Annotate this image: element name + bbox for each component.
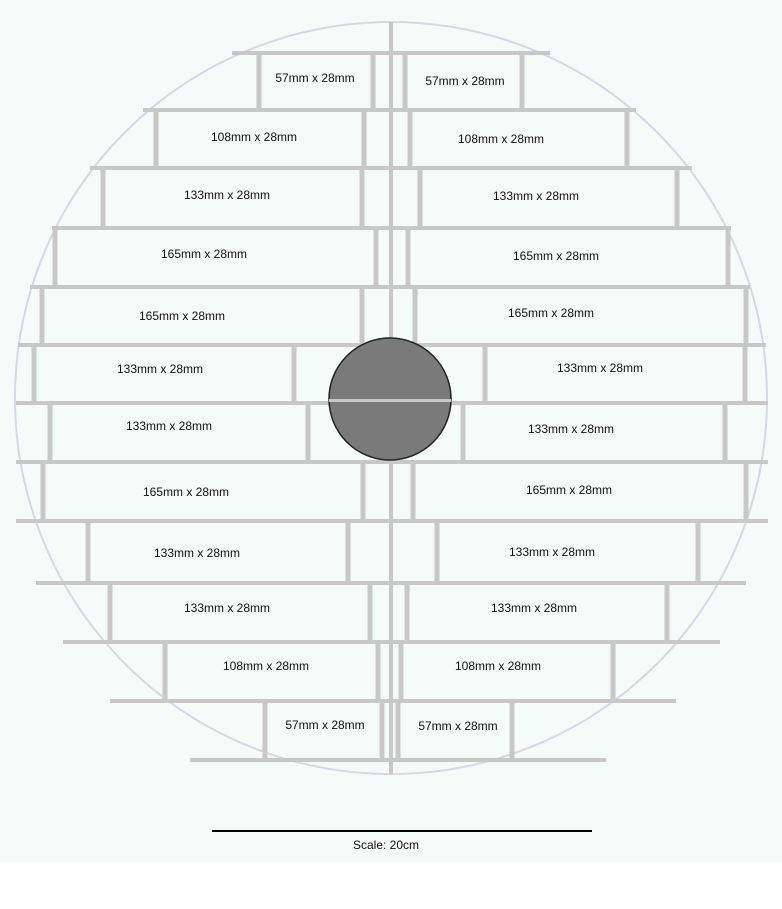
left-divider-9-1 <box>367 583 373 642</box>
left-divider-10-1 <box>375 642 381 701</box>
block-label-left-4: 165mm x 28mm <box>139 309 225 323</box>
left-divider-3-0 <box>52 228 58 287</box>
left-divider-1-1 <box>361 110 367 168</box>
right-divider-1-0 <box>407 110 413 168</box>
scale-label: Scale: 20cm <box>353 838 419 852</box>
left-divider-3-1 <box>373 228 379 287</box>
block-label-right-9: 133mm x 28mm <box>491 601 577 615</box>
right-divider-5-0 <box>482 345 488 403</box>
right-divider-7-1 <box>743 462 749 521</box>
right-divider-11-0 <box>395 701 401 760</box>
block-label-right-3: 165mm x 28mm <box>513 249 599 263</box>
block-label-left-11: 57mm x 28mm <box>285 718 364 732</box>
block-label-left-9: 133mm x 28mm <box>184 601 270 615</box>
right-divider-3-1 <box>725 228 731 287</box>
block-label-right-11: 57mm x 28mm <box>418 719 497 733</box>
right-divider-4-1 <box>743 287 749 345</box>
left-divider-10-0 <box>162 642 168 701</box>
right-divider-6-1 <box>722 403 728 462</box>
block-label-left-6: 133mm x 28mm <box>126 419 212 433</box>
block-label-left-2: 133mm x 28mm <box>184 188 270 202</box>
left-divider-9-0 <box>107 583 113 642</box>
right-divider-10-0 <box>398 642 404 701</box>
right-divider-1-1 <box>624 110 630 168</box>
right-divider-9-0 <box>404 583 410 642</box>
right-divider-4-0 <box>412 287 418 345</box>
block-label-left-8: 133mm x 28mm <box>154 546 240 560</box>
block-label-right-6: 133mm x 28mm <box>528 422 614 436</box>
block-label-left-7: 165mm x 28mm <box>143 485 229 499</box>
block-label-right-8: 133mm x 28mm <box>509 545 595 559</box>
block-label-right-0: 57mm x 28mm <box>425 74 504 88</box>
left-divider-2-0 <box>100 168 106 228</box>
left-divider-8-1 <box>345 521 351 583</box>
block-label-left-1: 108mm x 28mm <box>211 130 297 144</box>
scale-group: Scale: 20cm <box>212 830 592 852</box>
block-label-right-5: 133mm x 28mm <box>557 361 643 375</box>
left-divider-0-0 <box>256 53 262 110</box>
left-divider-5-0 <box>31 345 37 403</box>
left-divider-7-1 <box>360 462 366 521</box>
block-label-left-5: 133mm x 28mm <box>117 362 203 376</box>
right-divider-8-1 <box>695 521 701 583</box>
right-divider-0-1 <box>519 53 525 110</box>
right-divider-11-1 <box>509 701 515 760</box>
left-divider-6-0 <box>47 403 53 462</box>
center-hub-group <box>328 337 452 461</box>
right-divider-2-1 <box>674 168 680 228</box>
left-divider-5-1 <box>291 345 297 403</box>
block-label-left-0: 57mm x 28mm <box>275 71 354 85</box>
right-divider-7-0 <box>410 462 416 521</box>
right-divider-9-1 <box>664 583 670 642</box>
block-label-right-1: 108mm x 28mm <box>458 132 544 146</box>
block-label-left-3: 165mm x 28mm <box>161 247 247 261</box>
right-divider-5-1 <box>742 345 748 403</box>
left-divider-11-0 <box>262 701 268 760</box>
right-divider-0-0 <box>402 53 408 110</box>
left-divider-0-1 <box>370 53 376 110</box>
right-divider-10-1 <box>610 642 616 701</box>
left-divider-1-0 <box>153 110 159 168</box>
right-divider-2-0 <box>417 168 423 228</box>
left-divider-11-1 <box>379 701 385 760</box>
block-label-right-2: 133mm x 28mm <box>493 189 579 203</box>
block-labels-group: 57mm x 28mm 108mm x 28mm 133mm x 28mm 165mm… <box>117 71 643 733</box>
right-divider-6-0 <box>460 403 466 462</box>
left-divider-4-1 <box>359 287 365 345</box>
block-label-right-7: 165mm x 28mm <box>526 483 612 497</box>
right-divider-3-0 <box>405 228 411 287</box>
left-divider-7-0 <box>40 462 46 521</box>
left-divider-6-1 <box>305 403 311 462</box>
left-divider-8-0 <box>85 521 91 583</box>
right-divider-8-0 <box>434 521 440 583</box>
block-label-right-4: 165mm x 28mm <box>508 306 594 320</box>
left-divider-4-0 <box>39 287 45 345</box>
hub-crossbar <box>329 399 451 402</box>
block-label-right-10: 108mm x 28mm <box>455 659 541 673</box>
left-divider-2-1 <box>359 168 365 228</box>
block-label-left-10: 108mm x 28mm <box>223 659 309 673</box>
